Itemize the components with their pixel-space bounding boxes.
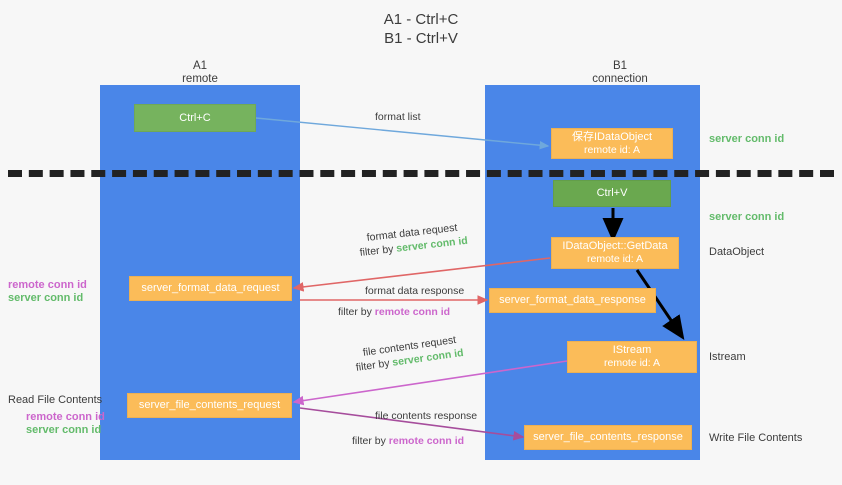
- title-line-1: A1 - Ctrl+C: [383, 11, 459, 28]
- filter-by-text-2: filter by: [338, 306, 372, 318]
- node-server-format-data-response-label: server_format_data_response: [499, 294, 646, 306]
- label-server-conn-id-top: server conn id: [709, 133, 785, 145]
- node-save-idataobject[interactable]: 保存IDataObject remote id: A: [551, 128, 673, 159]
- column-header-a1: A1 remote: [100, 60, 300, 86]
- node-server-file-contents-response-label: server_file_contents_response: [533, 431, 683, 443]
- caption-filter-remote-conn-id-2: filter by remote conn id: [352, 434, 464, 448]
- column-header-b1: B1 connection: [520, 60, 720, 86]
- label-remote-conn-id-1: remote conn id: [8, 279, 87, 291]
- node-server-file-contents-request[interactable]: server_file_contents_request: [127, 393, 292, 418]
- node-server-format-data-request-label: server_format_data_request: [141, 282, 280, 294]
- caption-filter-remote-conn-id-1: filter by remote conn id: [338, 305, 450, 319]
- label-server-conn-id-2: server conn id: [26, 424, 102, 436]
- column-a1-name: A1: [192, 60, 208, 72]
- node-ctrl-v[interactable]: Ctrl+V: [553, 180, 671, 207]
- filter-value-remote-conn-id-1: remote conn id: [374, 306, 451, 318]
- node-getdata-remote-id: remote id: A: [586, 253, 644, 265]
- label-dataobject: DataObject: [709, 246, 765, 258]
- node-save-idataobject-label: 保存IDataObject: [571, 130, 653, 143]
- column-b1-subtitle: connection: [592, 73, 648, 85]
- node-istream[interactable]: IStream remote id: A: [567, 341, 697, 373]
- node-getdata-label: IDataObject::GetData: [562, 240, 668, 252]
- node-ctrl-c-label: Ctrl+C: [179, 111, 211, 124]
- node-istream-label: IStream: [612, 344, 652, 356]
- caption-file-contents-response: file contents response: [375, 410, 478, 422]
- node-istream-remote-id: remote id: A: [603, 357, 661, 369]
- title-line-2: B1 - Ctrl+V: [384, 30, 458, 47]
- label-server-conn-id-1: server conn id: [8, 292, 84, 304]
- label-write-file-contents: Write File Contents: [709, 432, 803, 444]
- filter-by-text-3: filter by: [355, 357, 391, 374]
- node-save-idataobject-remote-id: remote id: A: [583, 143, 641, 156]
- filter-value-remote-conn-id-2: remote conn id: [388, 435, 465, 447]
- label-remote-conn-id-2: remote conn id: [26, 411, 105, 423]
- node-ctrl-v-label: Ctrl+V: [596, 187, 628, 199]
- label-istream: Istream: [709, 351, 746, 363]
- node-server-format-data-request[interactable]: server_format_data_request: [129, 276, 292, 301]
- filter-by-text-1: filter by: [359, 243, 395, 259]
- label-server-conn-id-mid: server conn id: [709, 211, 785, 223]
- node-ctrl-c[interactable]: Ctrl+C: [134, 104, 256, 132]
- phase-divider: [8, 170, 834, 177]
- page-title: A1 - Ctrl+C B1 - Ctrl+V: [0, 10, 842, 48]
- column-a1-subtitle: remote: [182, 73, 218, 85]
- node-idataobject-getdata[interactable]: IDataObject::GetData remote id: A: [551, 237, 679, 269]
- label-read-file-contents: Read File Contents: [8, 394, 103, 406]
- filter-by-text-4: filter by: [352, 435, 386, 447]
- caption-format-list: format list: [375, 111, 421, 123]
- node-server-format-data-response[interactable]: server_format_data_response: [489, 288, 656, 313]
- node-server-file-contents-request-label: server_file_contents_request: [138, 399, 281, 411]
- column-b1-name: B1: [612, 60, 628, 72]
- caption-format-data-response: format data response: [365, 285, 465, 297]
- node-server-file-contents-response[interactable]: server_file_contents_response: [524, 425, 692, 450]
